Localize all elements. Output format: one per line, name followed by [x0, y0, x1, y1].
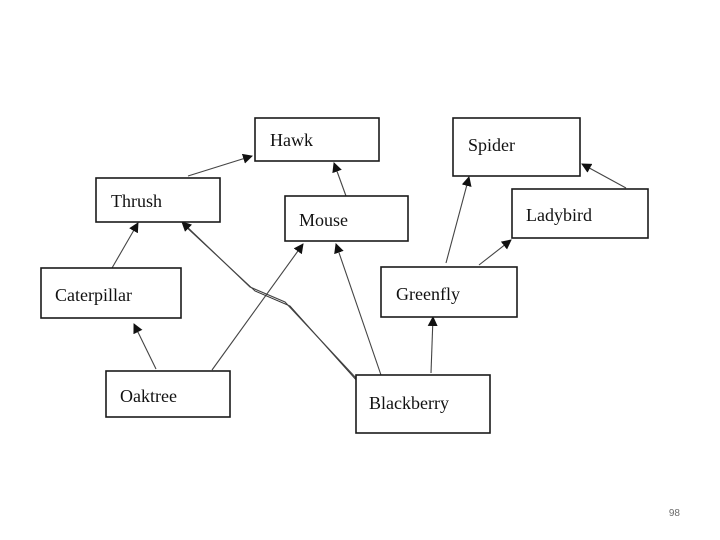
edge-greenfly-ladybird — [478, 239, 512, 266]
edge-blackberry-greenfly — [427, 316, 438, 374]
node-hawk: Hawk — [254, 117, 380, 162]
edge-oaktree-mouse — [211, 243, 304, 371]
node-label-greenfly: Greenfly — [396, 284, 460, 304]
node-label-spider: Spider — [468, 135, 515, 155]
node-thrush: Thrush — [95, 177, 221, 223]
edge-oaktree-caterpillar — [133, 323, 157, 370]
node-spider: Spider — [452, 117, 581, 177]
edge-ladybird-spider — [581, 163, 627, 189]
edges — [111, 153, 627, 383]
node-ladybird: Ladybird — [511, 188, 649, 239]
node-label-hawk: Hawk — [270, 130, 313, 150]
node-mouse: Mouse — [284, 195, 409, 242]
edge-blackberry-mouse — [334, 243, 382, 376]
edge-thrush-hawk — [187, 153, 253, 177]
node-label-thrush: Thrush — [111, 191, 162, 211]
node-greenfly: Greenfly — [380, 266, 518, 318]
node-label-ladybird: Ladybird — [526, 205, 592, 225]
edge-blackberry-thrush — [181, 221, 357, 379]
edge-greenfly-spider — [445, 176, 472, 264]
node-label-oaktree: Oaktree — [120, 386, 177, 406]
node-label-mouse: Mouse — [299, 210, 348, 230]
page-number: 98 — [668, 508, 680, 519]
edge-caterpillar-thrush — [111, 222, 139, 269]
node-label-caterpillar: Caterpillar — [55, 285, 132, 305]
edge-mouse-hawk — [332, 162, 347, 197]
node-label-blackberry: Blackberry — [369, 393, 449, 413]
node-blackberry: Blackberry — [355, 374, 491, 434]
node-oaktree: Oaktree — [105, 370, 231, 418]
node-caterpillar: Caterpillar — [40, 267, 182, 319]
